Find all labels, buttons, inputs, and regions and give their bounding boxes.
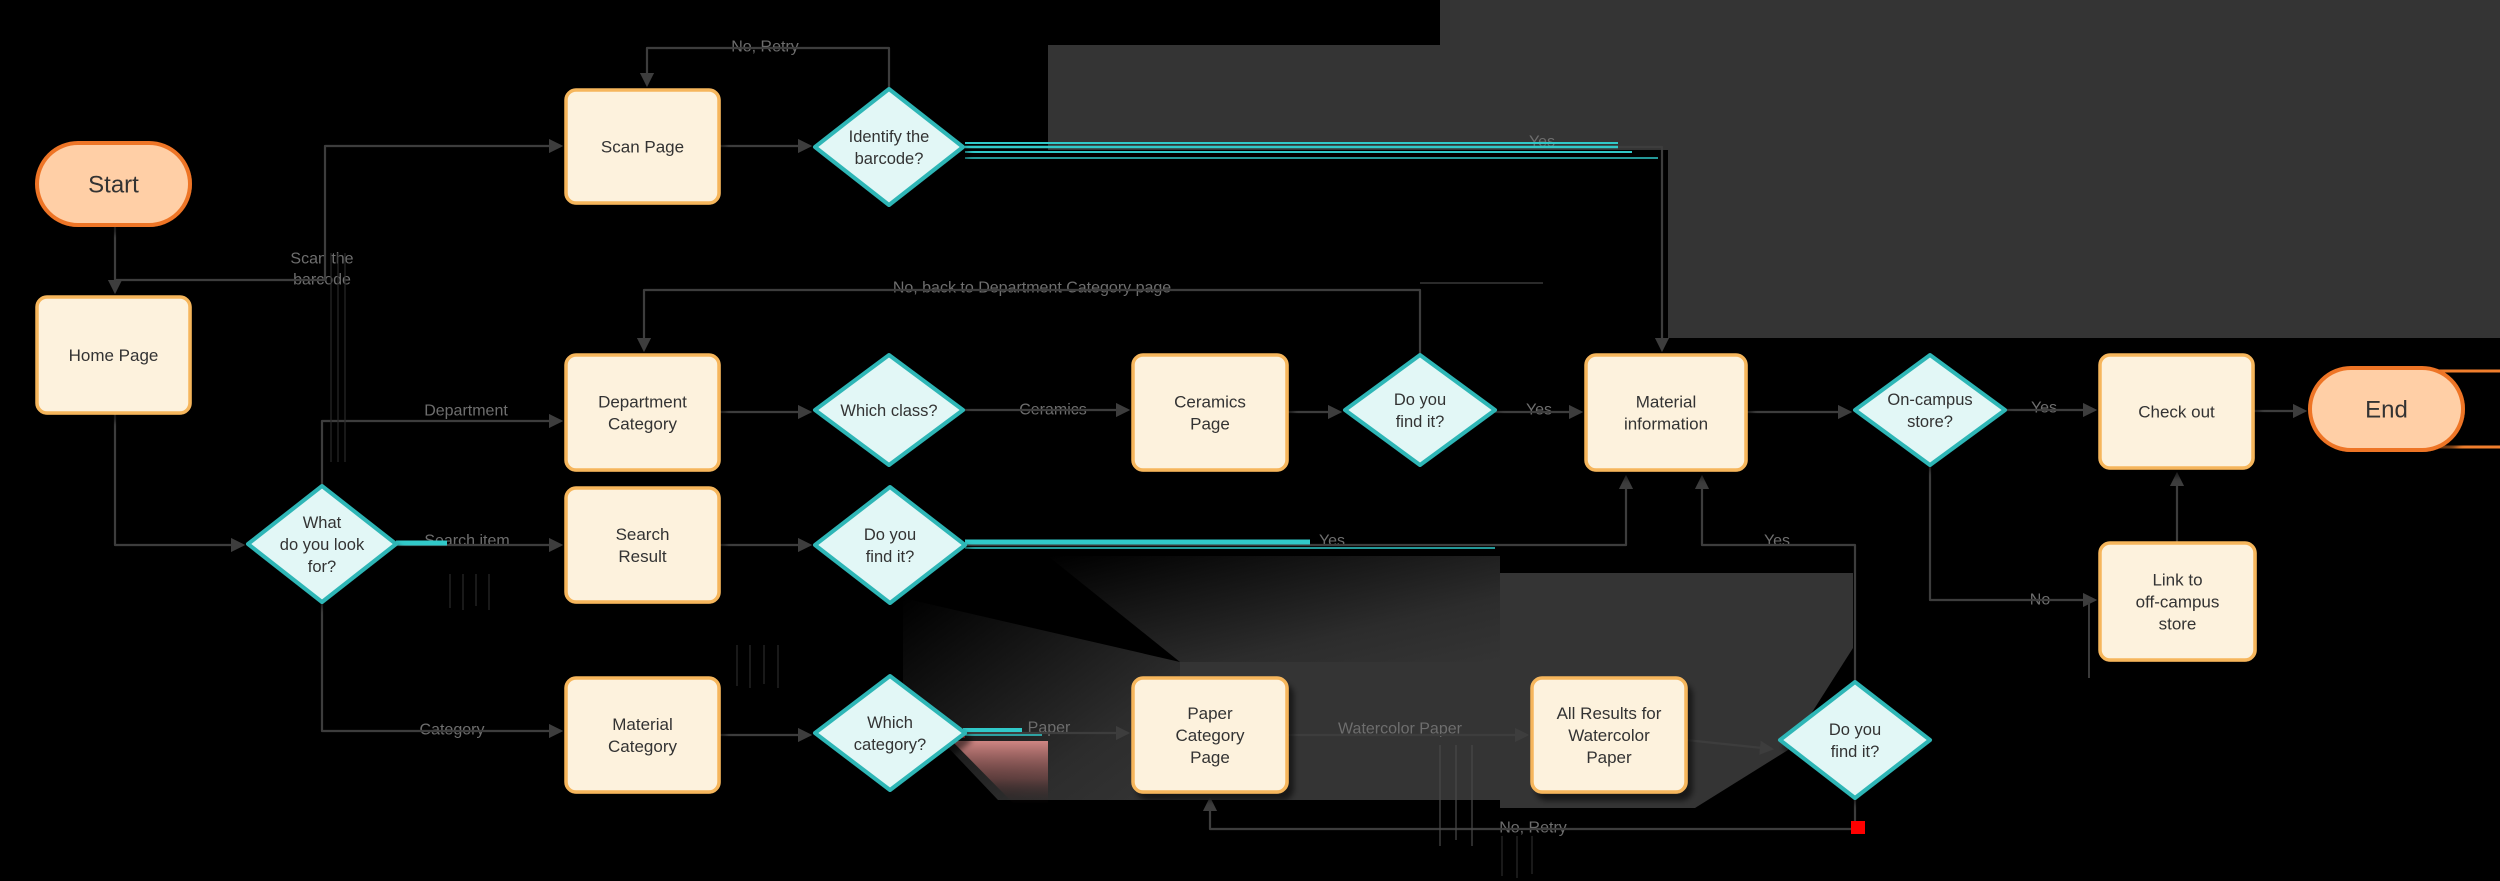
node-scan-page-label: Scan Page: [601, 137, 684, 156]
node-on-campus-store-shape[interactable]: [1853, 353, 2007, 467]
node-start-label: Start: [88, 171, 139, 198]
pink-artifact-blob: [952, 741, 1048, 804]
node-which-class[interactable]: Which class?: [813, 353, 965, 467]
gray-patch-top-right: [1440, 0, 2500, 150]
label-yes-watercolor[interactable]: Yes: [1764, 533, 1790, 550]
label-department[interactable]: Department: [424, 403, 508, 420]
red-endpoint-marker: [1851, 821, 1865, 834]
node-do-you-find-it-ceramics-shape[interactable]: [1343, 353, 1497, 467]
node-scan-page[interactable]: Scan Page: [564, 88, 721, 205]
edge-identify-no-retry[interactable]: [639, 46, 891, 89]
node-which-class-shape[interactable]: [813, 353, 965, 467]
node-paper-category-page-shape[interactable]: [1131, 676, 1289, 794]
edge-oncampus-no-to-link[interactable]: [1928, 465, 2098, 608]
gray-patch-top-band: [1048, 45, 1440, 150]
node-home-page-label: Home Page: [69, 346, 159, 365]
edge-no-back-to-department[interactable]: [636, 288, 1422, 355]
node-start-shape[interactable]: [35, 141, 192, 227]
node-what-do-you-look-for-shape[interactable]: [246, 484, 398, 604]
node-identify-barcode-shape[interactable]: [813, 87, 965, 207]
node-check-out-label: Check out: [2138, 402, 2215, 421]
edge-home-to-what-look[interactable]: [113, 413, 246, 553]
label-yes-ceramics[interactable]: Yes: [1526, 402, 1552, 419]
node-which-category-shape[interactable]: [813, 674, 967, 792]
edge-identify-yes-to-material[interactable]: [963, 145, 1670, 353]
node-check-out[interactable]: Check out: [2098, 353, 2255, 470]
node-home-page[interactable]: Home Page: [35, 295, 192, 415]
node-check-out-shape[interactable]: [2098, 353, 2255, 470]
edge-what-to-material-category[interactable]: [320, 602, 564, 739]
node-material-category-shape[interactable]: [564, 676, 721, 794]
node-do-you-find-it-search-shape[interactable]: [813, 485, 967, 605]
gray-patch-right-mid: [1668, 150, 2500, 338]
edge-watercolor-no-retry[interactable]: [1202, 796, 1857, 831]
label-yes-oncampus[interactable]: Yes: [2031, 400, 2057, 417]
node-home-page-shape[interactable]: [35, 295, 192, 415]
node-scan-page-shape[interactable]: [564, 88, 721, 205]
edge-search-yes-to-material[interactable]: [965, 474, 1634, 547]
node-all-results-watercolor-shape[interactable]: [1530, 676, 1688, 794]
node-link-off-campus-store-shape[interactable]: [2098, 541, 2257, 662]
label-yes-search[interactable]: Yes: [1319, 533, 1345, 550]
edge-allresults-to-find[interactable]: [1685, 738, 1775, 755]
node-department-category-shape[interactable]: [564, 353, 721, 472]
edge-watercolor-yes-to-material[interactable]: [1694, 474, 1857, 682]
node-search-result-shape[interactable]: [564, 486, 721, 604]
artifact-layer: [330, 142, 2500, 878]
node-material-information-shape[interactable]: [1584, 353, 1748, 472]
edge-scan-the-barcode[interactable]: [115, 138, 564, 282]
edge-what-to-department[interactable]: [320, 413, 564, 486]
node-ceramics-page-shape[interactable]: [1131, 353, 1289, 472]
node-start[interactable]: Start: [35, 141, 192, 227]
node-end[interactable]: End: [2308, 366, 2465, 452]
node-which-class-label: Which class?: [840, 402, 937, 420]
node-end-label: End: [2365, 396, 2408, 423]
label-no-back-to-department[interactable]: No, back to Department Category page: [893, 280, 1171, 297]
node-end-shape[interactable]: [2308, 366, 2465, 452]
label-watercolor-paper[interactable]: Watercolor Paper: [1338, 721, 1463, 738]
gray-fade-yes-line: [1048, 556, 1500, 662]
node-do-you-find-it-watercolor-shape[interactable]: [1778, 680, 1932, 800]
